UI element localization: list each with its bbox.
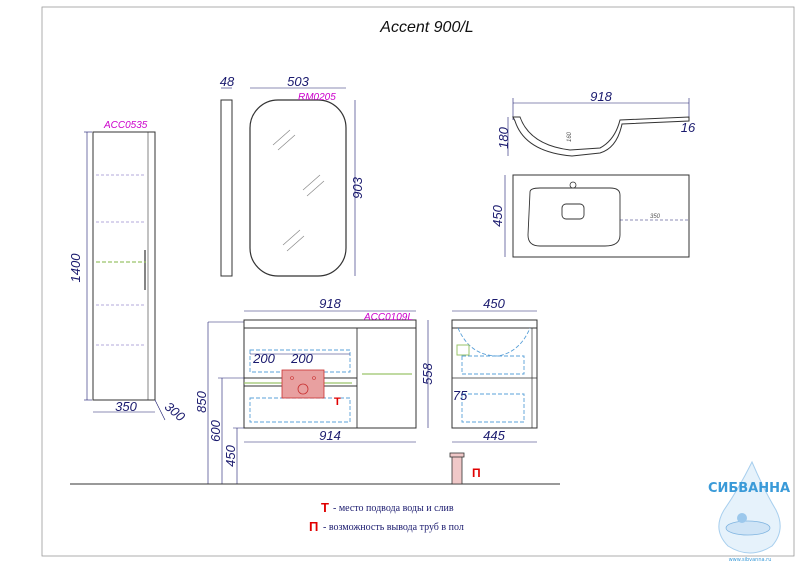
- mirror-side: [220, 99, 233, 277]
- column-shelves: [96, 174, 146, 346]
- cabinet-width-bottom-dim: 914: [319, 428, 341, 443]
- sink-width-dim: 918: [590, 89, 612, 104]
- sink-basin: [527, 187, 621, 247]
- floor-600-dim: 600: [208, 419, 223, 441]
- column-unit: ACC0535 1400 350 300: [68, 120, 189, 425]
- sink-depth-dim: 180: [496, 126, 511, 148]
- sink-lip-dim: 16: [681, 120, 696, 135]
- pipe-mark-p: П: [472, 466, 481, 480]
- brand-url: www.sibvanna.ru: [729, 557, 772, 563]
- drawer-spacing-left: 200: [252, 351, 275, 366]
- mirror-unit: 48 503 RM0205 903: [220, 74, 365, 277]
- floor-850-dim: 850: [194, 390, 209, 412]
- brand-name: СИБВАННА: [708, 481, 790, 496]
- water-drop-icon: [718, 460, 781, 554]
- sheet-frame: [41, 6, 795, 557]
- legend-t-text: - место подвода воды и слив: [333, 503, 454, 514]
- column-body: [92, 131, 156, 401]
- mirror-thickness-dim: 48: [220, 74, 235, 89]
- sink-plan-depth-dim: 450: [490, 204, 505, 226]
- cabinet-code: ACC0109L: [363, 312, 413, 323]
- cabinet-front: T 200 200 918 ACC0109L 914 558 850 600 4…: [194, 296, 435, 484]
- mirror-code: RM0205: [298, 92, 336, 103]
- sink-plan: 350 450: [490, 174, 690, 258]
- side-depth-top-dim: 450: [483, 296, 505, 311]
- floor-450-dim: 450: [223, 444, 238, 466]
- brand-logo: СИБВАННА www.sibvanna.ru: [708, 460, 790, 563]
- column-code: ACC0535: [103, 120, 148, 131]
- legend-p-symbol: П: [309, 519, 318, 534]
- sink-drain: [561, 203, 585, 220]
- sink-plan-outline: [512, 174, 690, 258]
- legend-t-symbol: Т: [321, 500, 329, 515]
- column-height-dim: 1400: [68, 253, 83, 283]
- mirror-width-dim: 503: [287, 74, 309, 89]
- legend: Т - место подвода воды и слив П - возмож…: [309, 500, 464, 534]
- side-offset-dim: 75: [453, 388, 468, 403]
- water-mark-t: T: [334, 396, 341, 408]
- sink-section: 918 160 180 16: [496, 89, 696, 157]
- sink-bowl-offset-dim: 350: [650, 214, 661, 220]
- sink-profile: [512, 116, 690, 157]
- mirror-glare: [272, 129, 325, 252]
- cabinet-height-dim: 558: [420, 362, 435, 384]
- side-depth-bottom-dim: 445: [483, 428, 505, 443]
- sink-bowl-depth-dim: 160: [567, 131, 573, 142]
- drawer-spacing-right: 200: [290, 351, 313, 366]
- drawing-title: Accent 900/L: [379, 19, 473, 36]
- column-depth-dim: 300: [162, 399, 189, 425]
- legend-p-text: - возможность вывода труб в пол: [323, 522, 464, 533]
- cabinet-side: 450 445 75: [451, 296, 538, 443]
- faucet-hole: [569, 181, 577, 189]
- mirror-front: [249, 99, 347, 277]
- floor-pipe: П: [449, 452, 481, 485]
- column-width-dim: 350: [115, 399, 137, 414]
- mirror-height-dim: 903: [350, 176, 365, 198]
- cabinet-width-top-dim: 918: [319, 296, 341, 311]
